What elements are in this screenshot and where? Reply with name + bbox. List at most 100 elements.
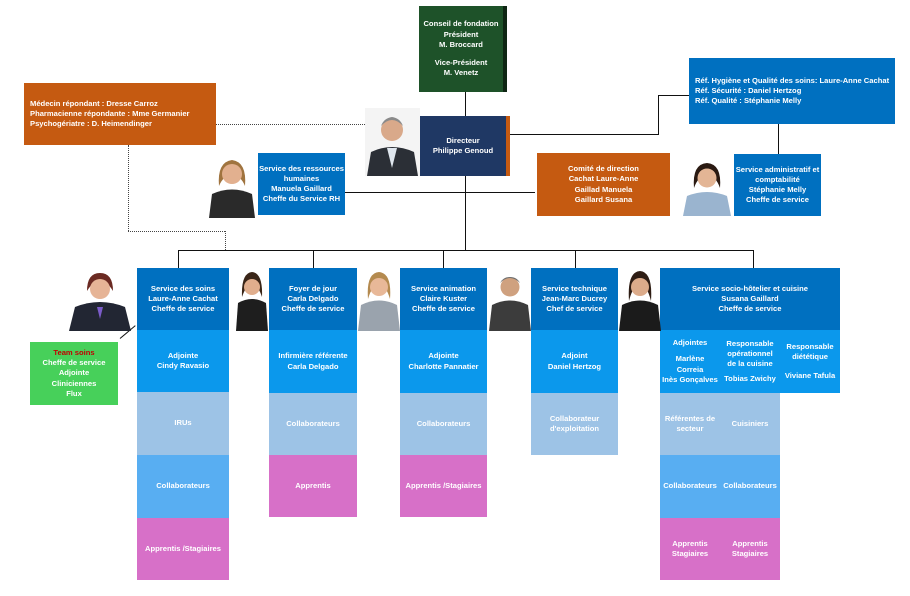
hotel-appr-a-line: Stagiaires xyxy=(671,549,709,558)
hotel-kitchen-line: Tobias Zwichy xyxy=(724,374,776,384)
day-nurse-line: Infirmière référente xyxy=(278,351,348,361)
day-staff-label: Collaborateurs xyxy=(286,418,340,428)
day-head-line: Carla Delgado xyxy=(287,293,339,303)
care-staff-label: Collaborateurs xyxy=(156,481,210,491)
care-irus-label: IRUs xyxy=(174,418,192,428)
care-apprentices: Apprentis /Stagiaires xyxy=(137,518,229,580)
committee-line: Comité de direction xyxy=(568,164,639,173)
admin-line: Cheffe de service xyxy=(746,195,809,205)
day-apprentices: Apprentis xyxy=(269,455,357,517)
hotel-deputies-line: Inès Gonçalves xyxy=(662,374,718,384)
director-photo xyxy=(365,108,420,176)
dotted-connector xyxy=(225,231,226,250)
care-staff: Collaborateurs xyxy=(137,455,229,518)
anim-head-line: Cheffe de service xyxy=(412,304,475,314)
connector xyxy=(345,192,465,193)
dotted-connector xyxy=(128,145,129,231)
connector xyxy=(658,95,689,96)
team-box: Team soins Cheffe de service Adjointe Cl… xyxy=(30,342,118,405)
day-photo xyxy=(236,272,268,331)
anim-deputy: Adjointe Charlotte Pannatier xyxy=(400,330,487,393)
connector xyxy=(753,250,754,268)
hotel-head-line: Cheffe de service xyxy=(718,304,782,314)
care-head: Service des soins Laure-Anne Cachat Chef… xyxy=(137,268,229,330)
tech-staff: Collaborateur d'exploitation xyxy=(531,393,618,455)
care-head-line: Cheffe de service xyxy=(151,304,215,314)
hotel-staff-b-label: Collaborateurs xyxy=(723,481,777,491)
hotel-appr-b-line: Apprentis xyxy=(732,538,768,548)
quality-box: Réf. Hygiène et Qualité des soins: Laure… xyxy=(689,58,895,124)
connector xyxy=(443,250,444,268)
hotel-kitchen-line: Responsable xyxy=(726,338,774,348)
tech-head-line: Chef de service xyxy=(546,304,603,314)
connector xyxy=(778,124,779,154)
hotel-kitchen-line: opérationnel xyxy=(727,348,773,358)
connector xyxy=(465,92,466,116)
board-line: Président xyxy=(443,29,479,39)
hotel-deputies-line: Correia xyxy=(676,364,704,374)
board-line: Conseil de fondation xyxy=(423,19,499,29)
admin-line: Stéphanie Melly xyxy=(748,185,807,194)
board-box: Conseil de fondation Président M. Brocca… xyxy=(419,6,507,92)
anim-staff: Collaborateurs xyxy=(400,393,487,455)
care-deputy: Adjointe Cindy Ravasio xyxy=(137,330,229,392)
day-head-line: Cheffe de service xyxy=(281,304,345,314)
quality-line: Réf. Hygiène et Qualité des soins: Laure… xyxy=(695,75,890,85)
connector xyxy=(575,250,576,268)
tech-deputy: Adjoint Daniel Hertzog xyxy=(531,330,618,393)
tech-head-line: Service technique xyxy=(542,283,607,293)
medical-line: Médecin répondant : Dresse Carroz xyxy=(30,98,158,108)
hr-photo xyxy=(209,160,255,218)
tech-staff-line: Collaborateur xyxy=(549,413,600,423)
connector xyxy=(465,176,466,250)
quality-line: Réf. Qualité : Stéphanie Melly xyxy=(695,96,802,106)
connector xyxy=(658,95,659,135)
care-head-line: Service des soins xyxy=(150,283,216,293)
connector xyxy=(178,250,753,251)
care-apprentices-label: Apprentis /Stagiaires xyxy=(145,543,221,553)
care-deputy-line: Adjointe xyxy=(167,350,199,360)
hotel-apprentices-b: Apprentis Stagiaires xyxy=(720,518,780,580)
director-line: Philippe Genoud xyxy=(432,146,494,155)
care-photo xyxy=(69,273,131,331)
dotted-connector xyxy=(128,231,225,232)
anim-staff-label: Collaborateurs xyxy=(416,418,471,428)
connector xyxy=(178,250,179,268)
director-line: Directeur xyxy=(446,135,480,145)
director-box: Directeur Philippe Genoud xyxy=(420,116,510,176)
day-head: Foyer de jour Carla Delgado Cheffe de se… xyxy=(269,268,357,330)
hotel-sector-line: Référentes de xyxy=(664,413,716,423)
admin-photo xyxy=(683,163,731,216)
hotel-deputies-line: Marlène xyxy=(675,354,705,364)
committee-box: Comité de direction Cachat Laure-Anne Ga… xyxy=(537,153,670,216)
committee-line: Gaillard Susana xyxy=(574,194,633,204)
care-irus: IRUs xyxy=(137,392,229,455)
anim-head-line: Service animation xyxy=(411,283,476,293)
hotel-kitchen-lead: Responsable opérationnel de la cuisine T… xyxy=(720,330,780,393)
board-line: M. Venetz xyxy=(443,68,479,78)
anim-deputy-line: Charlotte Pannatier xyxy=(408,361,479,371)
hotel-head-line: Service socio-hôtelier et cuisine xyxy=(691,283,809,293)
anim-apprentices-label: Apprentis /Stagiaires xyxy=(405,480,482,490)
team-line: Cliniciennes xyxy=(51,378,97,388)
anim-photo xyxy=(358,272,400,331)
medical-line: Pharmacienne répondante : Mme Germanier xyxy=(30,108,190,118)
medical-line: Psychogériatre : D. Heimendinger xyxy=(30,119,152,129)
board-line: M. Broccard xyxy=(439,39,483,49)
tech-staff-line: d'exploitation xyxy=(549,424,600,433)
committee-line: Cachat Laure-Anne xyxy=(568,174,639,184)
hotel-diet-lead: Responsable diététique Viviane Tafula xyxy=(780,330,840,393)
tech-deputy-line: Daniel Hertzog xyxy=(547,361,602,371)
dotted-connector xyxy=(215,124,373,125)
day-nurse: Infirmière référente Carla Delgado xyxy=(269,330,357,393)
tech-head: Service technique Jean-Marc Ducrey Chef … xyxy=(531,268,618,330)
team-line: Adjointe xyxy=(58,368,90,378)
board-line: Vice-Président xyxy=(434,58,488,68)
hotel-sector-refs: Référentes de secteur xyxy=(660,393,720,455)
hr-line: Service des ressources humaines xyxy=(259,163,344,183)
anim-head: Service animation Claire Kuster Cheffe d… xyxy=(400,268,487,330)
tech-deputy-line: Adjoint xyxy=(561,351,588,361)
day-staff: Collaborateurs xyxy=(269,393,357,455)
hotel-staff-a: Collaborateurs xyxy=(660,455,720,518)
quality-line: Réf. Sécurité : Daniel Hertzog xyxy=(695,85,802,95)
